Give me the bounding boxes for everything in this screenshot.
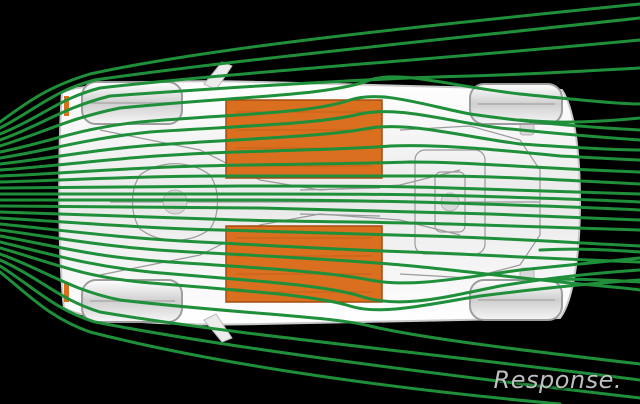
airflow-streamline: [518, 116, 640, 124]
airflow-streamline: [0, 234, 640, 285]
airflow-streamline: [0, 144, 640, 172]
orange-underfloor-panel-lower: [225, 225, 383, 303]
airflow-streamline: [0, 204, 640, 222]
airflow-streamline: [0, 210, 640, 232]
airflow-streamline: [0, 75, 640, 148]
airflow-streamline: [0, 270, 562, 404]
rear-right-wheel: [469, 279, 563, 321]
airflow-streamline: [0, 222, 640, 264]
front-edge-marker: [64, 96, 69, 116]
airflow-streamline: [0, 110, 640, 160]
airflow-streamline: [0, 198, 640, 212]
airflow-streamline: [0, 252, 640, 366]
response-watermark: Response.: [494, 366, 622, 394]
airflow-streamline: [0, 160, 640, 178]
airflow-streamline: [0, 38, 640, 136]
airflow-streamline: [0, 264, 640, 400]
airflow-streamline: [0, 174, 640, 186]
airflow-streamline: [0, 258, 640, 382]
watermark-text: Response.: [493, 366, 622, 394]
airflow-streamline: [0, 125, 640, 166]
airflow-streamline: [0, 184, 640, 196]
airflow-streamline: [538, 247, 640, 254]
airflow-streamline: [528, 277, 640, 284]
airflow-streamline: [0, 216, 640, 248]
rear-left-wheel: [469, 83, 563, 125]
airflow-streamline: [0, 16, 640, 130]
airflow-streamline: [0, 246, 640, 312]
airflow-streamline: [0, 228, 640, 292]
airflow-streamline: [0, 192, 640, 204]
front-edge-marker: [64, 282, 69, 302]
airflow-streamline: [0, 2, 640, 124]
airflow-streamline: [0, 66, 640, 142]
